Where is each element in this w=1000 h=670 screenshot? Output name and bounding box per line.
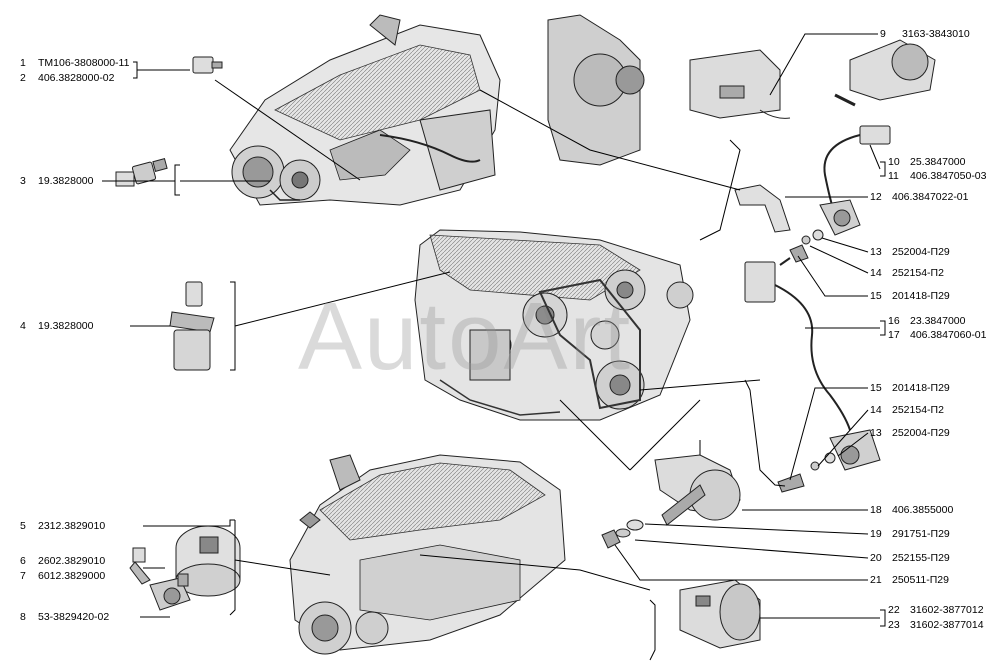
part-13-14-15-fasteners-bottom [777, 452, 836, 493]
watermark: AutoArt [298, 283, 633, 390]
part-10-11-cam-sensor [819, 125, 891, 236]
part-12-bracket [734, 184, 791, 233]
leader-lines [102, 33, 886, 661]
part-19-20-21-fasteners [601, 519, 644, 549]
part-18-knock-sensor [654, 454, 741, 526]
part-8-adapter [149, 573, 191, 611]
engine-bottom-illustration [289, 454, 566, 655]
part-22-23-sensor [679, 579, 761, 649]
engine-top-illustration [229, 14, 501, 206]
part-4-sensor [169, 281, 215, 371]
part-3-sensor [115, 158, 168, 187]
part-1-2-sensor [192, 56, 223, 74]
engine-middle-illustration [414, 229, 694, 421]
part-9-speed-sensor-and-housing [547, 14, 936, 166]
part-13-14-15-fasteners-top [779, 229, 824, 266]
part-6-7-pressure-sensor [129, 547, 151, 585]
